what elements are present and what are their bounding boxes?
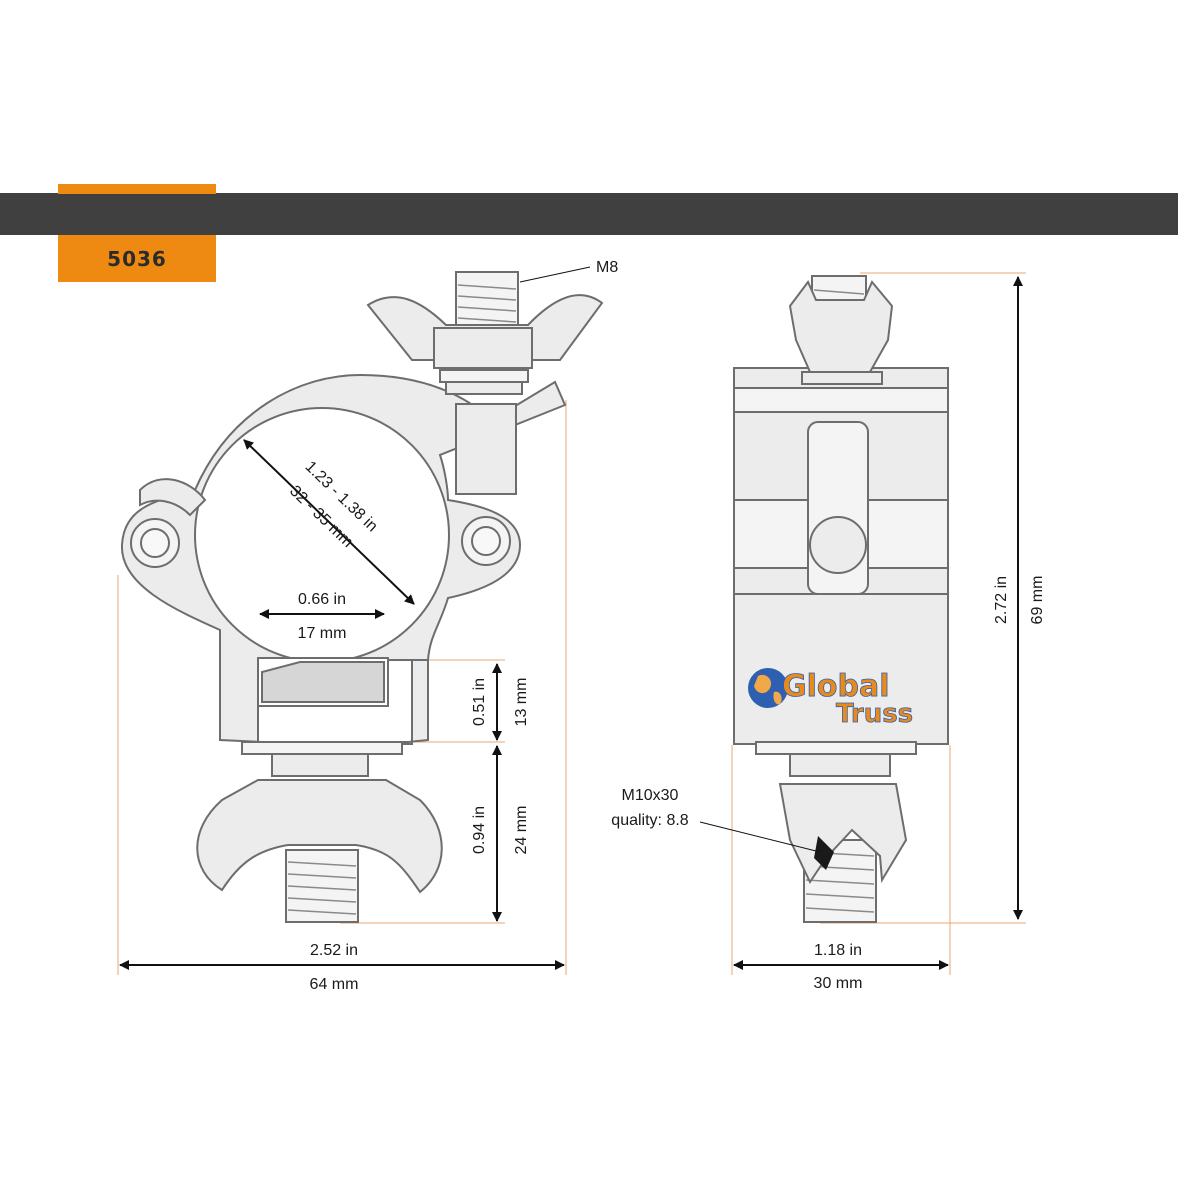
label-height-in: 2.72 in [993, 576, 1010, 624]
label-side-width-mm: 30 mm [814, 975, 863, 992]
side-clamp-body [733, 367, 949, 755]
label-opening-mm: 17 mm [298, 625, 347, 642]
logo-line1: Global [782, 669, 890, 704]
side-bottom-nut [778, 753, 908, 923]
m8-leader [519, 266, 591, 283]
front-view: M8 1.23 - 1.38 in 32 - 35 mm 0.66 in 17 … [117, 259, 618, 993]
logo-line2: Truss [836, 699, 913, 729]
label-m10x30: M10x30 [622, 787, 679, 804]
product-code-tab: 5036 [58, 235, 216, 282]
header-bar [0, 193, 1178, 235]
label-bolt-in: 0.94 in [471, 806, 488, 854]
product-code-tab-top [58, 184, 216, 194]
side-view: Global Truss 1.18 in 30 mm 2.72 in 69 mm… [611, 272, 1046, 992]
label-side-width-in: 1.18 in [814, 942, 862, 959]
top-wing-bolt [366, 271, 604, 495]
label-height-mm: 69 mm [1029, 576, 1046, 625]
label-quality: quality: 8.8 [611, 812, 688, 829]
global-truss-logo: Global Truss [748, 668, 914, 729]
label-width-in: 2.52 in [310, 942, 358, 959]
label-width-mm: 64 mm [310, 976, 359, 993]
label-depth-mm: 13 mm [513, 678, 530, 727]
tube-diameter-dimension [243, 439, 415, 605]
product-code: 5036 [107, 246, 167, 271]
label-bolt-mm: 24 mm [513, 806, 530, 855]
m10-leader [699, 821, 821, 853]
label-depth-in: 0.51 in [471, 678, 488, 726]
bottom-wing-bolt [196, 741, 443, 923]
label-m8: M8 [596, 259, 618, 276]
side-top-nut [788, 275, 894, 385]
label-opening-in: 0.66 in [298, 591, 346, 608]
